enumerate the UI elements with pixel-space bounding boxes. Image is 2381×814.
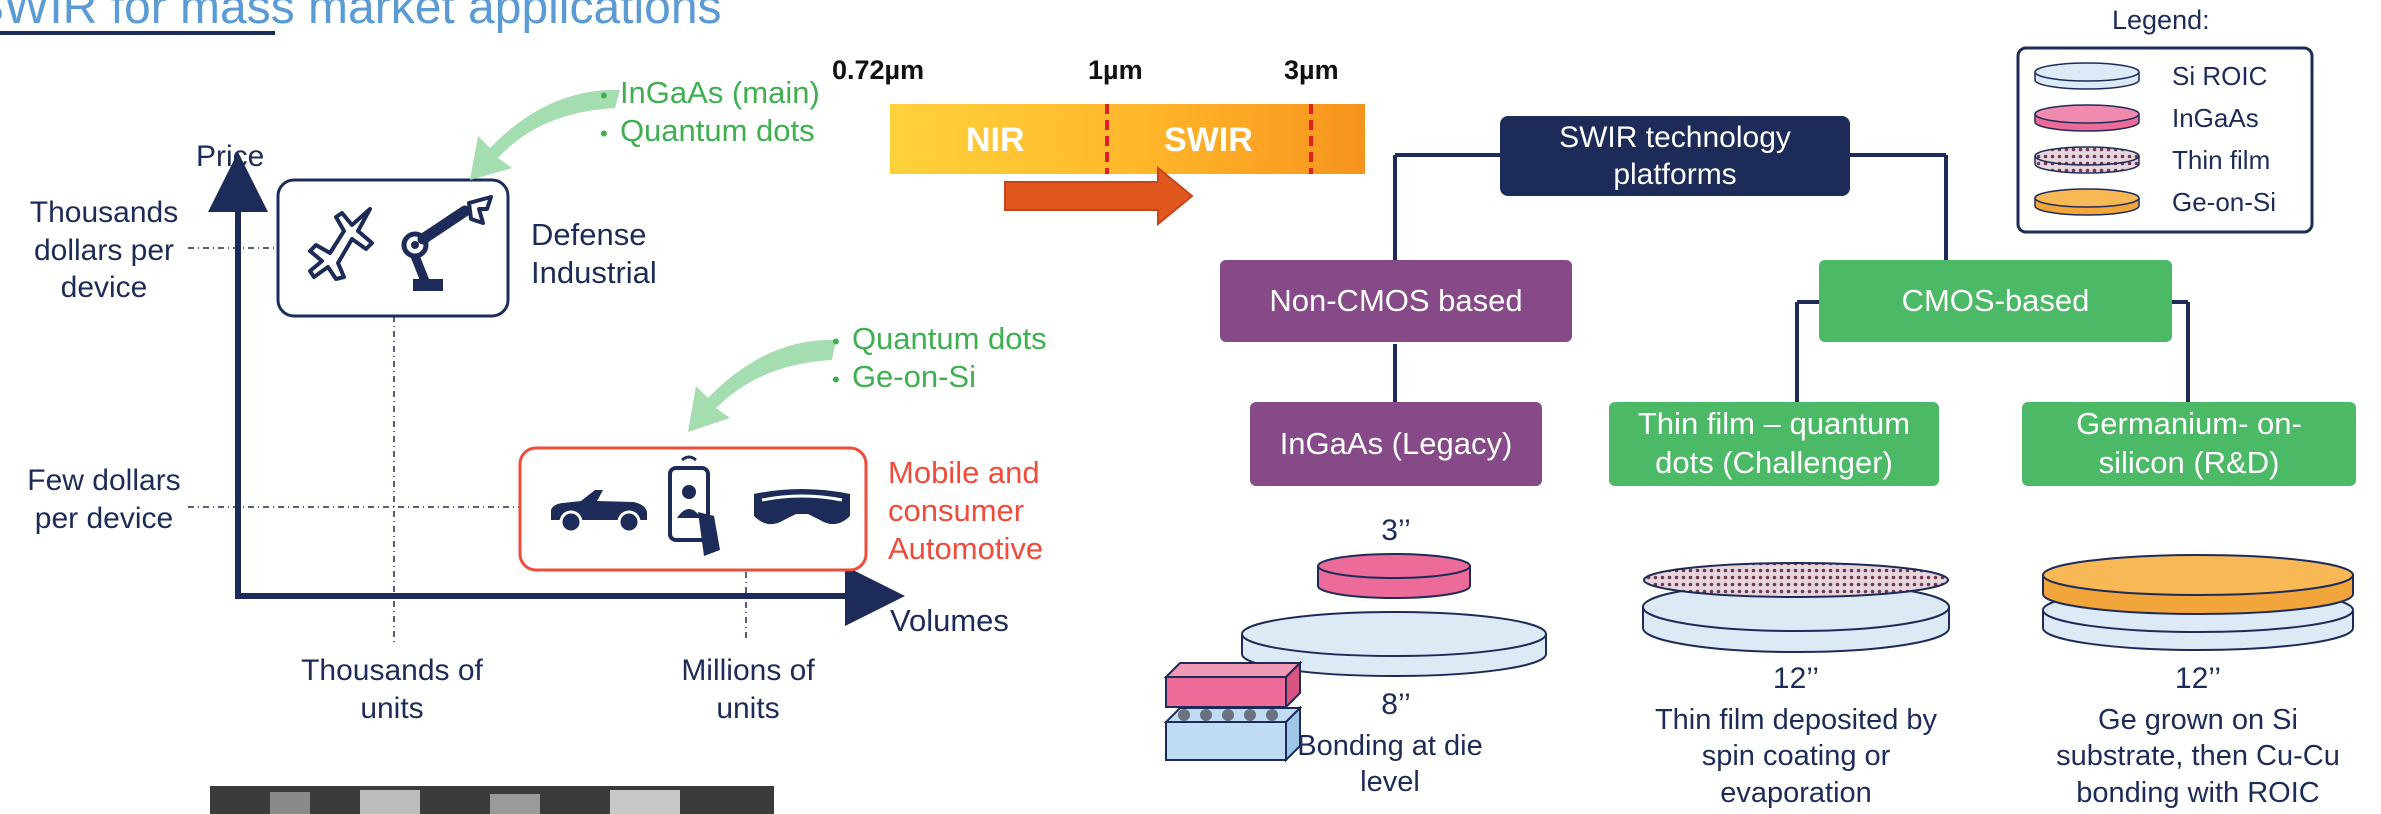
y-tick-thousands-dollars: Thousands dollars per device <box>29 196 179 304</box>
legend-swatch-ge <box>2034 188 2140 216</box>
spectrum-tick-072um: 0.72µm <box>832 55 925 85</box>
x-axis-label: Volumes <box>890 603 1009 638</box>
mobile-label: Mobile and <box>888 455 1040 490</box>
mobile-bullet-ge-on-si: • Ge-on-Si <box>832 359 976 394</box>
legend-title: Legend: <box>2112 5 2210 35</box>
green-arrow-mobile <box>688 339 836 432</box>
orange-arrow <box>1004 165 1194 227</box>
sample-photo <box>210 786 774 814</box>
spectrum-tick-1um: 1µm <box>1088 55 1143 85</box>
car-icon <box>551 490 647 534</box>
y-axis-label: Price <box>196 140 265 173</box>
thin-film-wafer-stack <box>1642 562 1950 653</box>
green-arrow-defense <box>470 89 620 180</box>
vr-headset-icon <box>754 489 850 525</box>
ingaas-top-size: 3’’ <box>1381 514 1411 547</box>
legend-label-ge-on-si: Ge-on-Si <box>2172 187 2277 217</box>
legend-label-si-roic: Si ROIC <box>2172 61 2268 91</box>
smartphone-face-id-icon <box>668 455 720 556</box>
consumer-label: consumer <box>888 493 1025 528</box>
legend-label-thin-film: Thin film <box>2172 145 2271 175</box>
legend-box <box>2016 46 2314 234</box>
ingaas-wafer-stack <box>1241 553 1547 677</box>
y-tick-few-dollars: Few dollars per device <box>27 464 181 535</box>
page-title: SWIR for mass market applications <box>0 0 722 34</box>
defense-box <box>276 178 510 318</box>
legend-swatch-thin-film <box>2034 146 2140 174</box>
defense-label: Defense <box>531 217 647 252</box>
mobile-box <box>518 446 868 572</box>
thin-film-size: 12’’ <box>1772 662 1820 695</box>
thin-film-note: Thin film deposited by spin coating or e… <box>1654 704 1938 809</box>
spectrum-tick-3um: 3µm <box>1284 55 1339 85</box>
cmos-box: CMOS-based <box>1819 260 2172 342</box>
x-tick-thousands-units: Thousands of units <box>301 654 483 725</box>
automotive-label: Automotive <box>888 531 1044 566</box>
ge-note: Ge grown on Si substrate, then Cu-Cu bon… <box>2056 704 2340 809</box>
robot-arm-icon <box>401 195 493 291</box>
die-bonding-icon <box>1163 660 1303 763</box>
mobile-bullet-quantum-dots: • Quantum dots <box>832 321 1047 356</box>
x-tick-millions-units: Millions of units <box>681 654 815 725</box>
non-cmos-box: Non-CMOS based <box>1220 260 1572 342</box>
ingaas-legacy-box: InGaAs (Legacy) <box>1250 402 1542 486</box>
spectrum-band-swir: SWIR <box>1164 121 1253 159</box>
fighter-jet-icon <box>308 207 374 281</box>
ge-on-si-wafer-stack <box>2042 554 2354 651</box>
thin-film-box: Thin film – quantum dots (Challenger) <box>1609 402 1939 486</box>
legend-label-ingaas: InGaAs <box>2172 103 2259 133</box>
spectrum-bar <box>890 104 1365 174</box>
defense-bullet-ingaas: • InGaAs (main) <box>600 75 820 110</box>
spectrum-band-nir: NIR <box>966 121 1025 159</box>
ingaas-bonding-note: Bonding at die level <box>1297 730 1483 799</box>
legend-swatch-ingaas <box>2034 104 2140 132</box>
germanium-box: Germanium- on-silicon (R&D) <box>2022 402 2356 486</box>
industrial-label: Industrial <box>531 255 657 290</box>
tree-root-box: SWIR technology platforms <box>1500 116 1850 196</box>
ge-size: 12’’ <box>2174 662 2222 695</box>
defense-bullet-quantum-dots: • Quantum dots <box>600 113 815 148</box>
legend-swatch-si <box>2034 62 2140 90</box>
ingaas-bottom-size: 8’’ <box>1381 688 1411 721</box>
